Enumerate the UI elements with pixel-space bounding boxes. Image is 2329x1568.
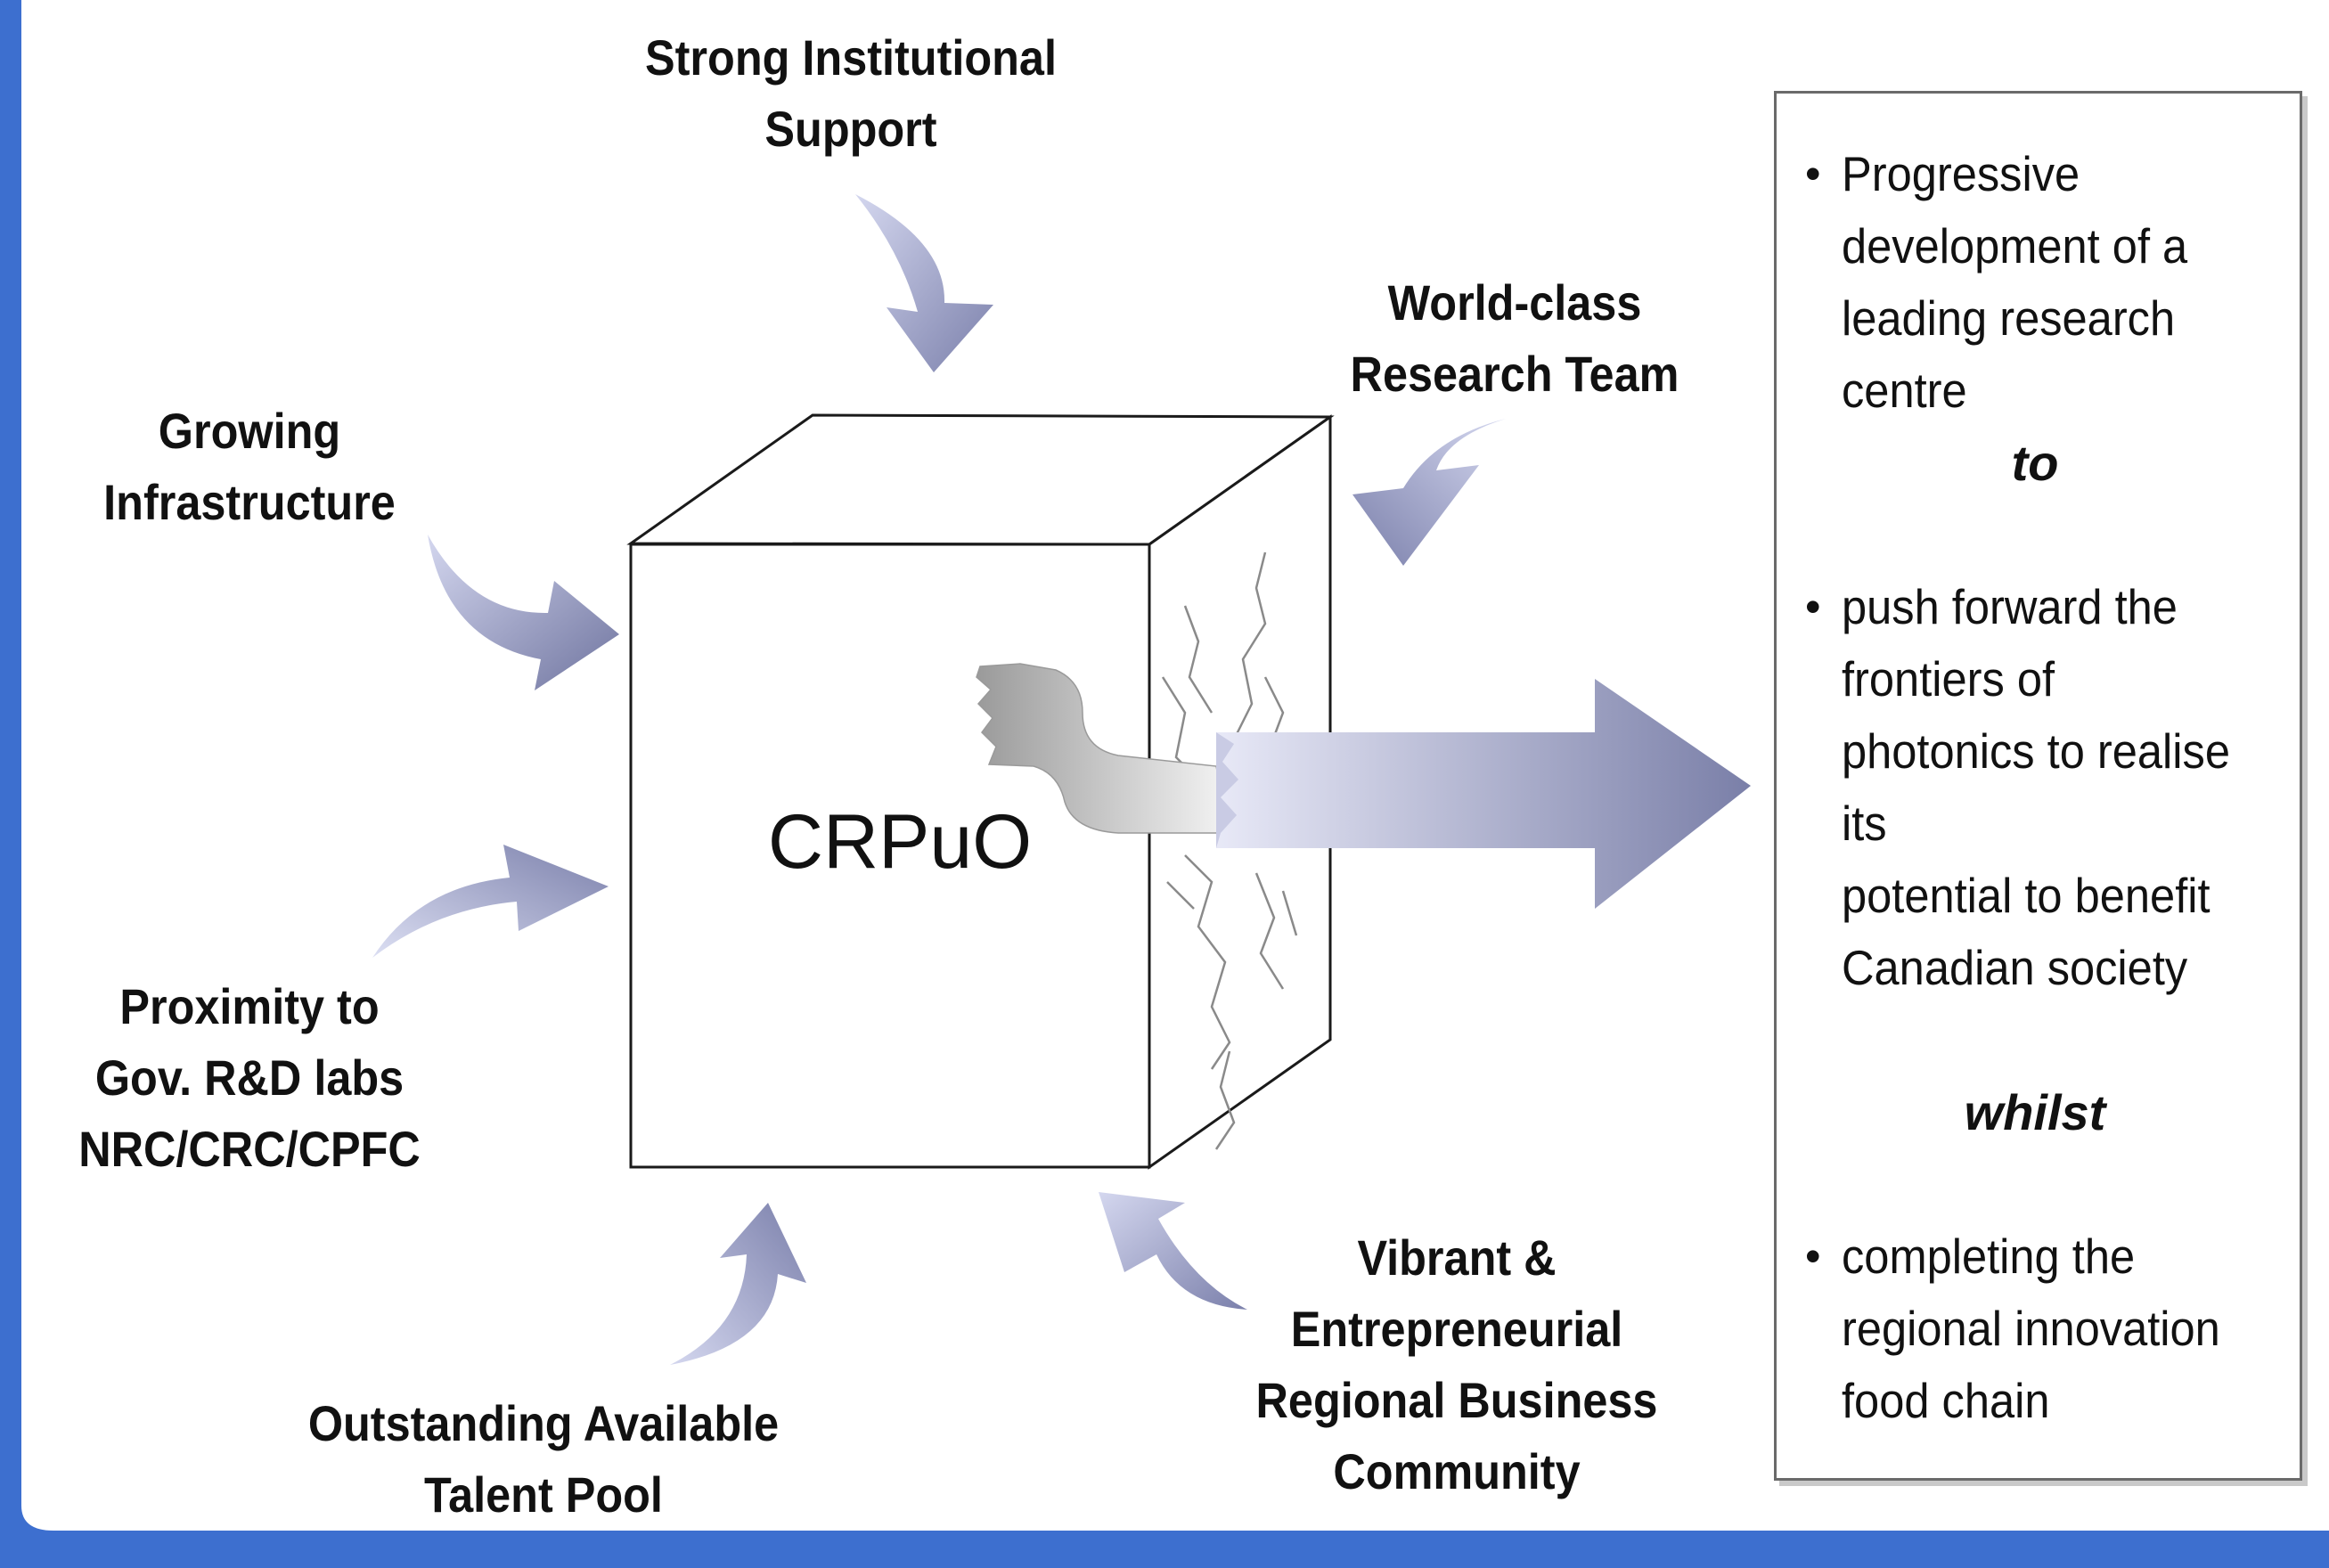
label-talent-pool: Outstanding Available Talent Pool (307, 1395, 780, 1523)
arrow-gov-labs (372, 845, 609, 958)
label-business-community: Vibrant & Entrepreneurial Regional Busin… (1255, 1229, 1658, 1499)
cube-front-face (629, 543, 1151, 1169)
center-label: CRPuO (767, 799, 1033, 885)
label-growing-infrastructure: Growing Infrastructure (103, 403, 396, 530)
arrow-business (1099, 1192, 1247, 1310)
outcome-box: • Progressive development of a leading r… (1774, 91, 2302, 1481)
arrow-talent (670, 1203, 806, 1365)
label-research-team: World-class Research Team (1350, 274, 1679, 402)
cube (626, 413, 1335, 1170)
arrow-research-team (1352, 419, 1506, 566)
arrow-institutional (855, 194, 993, 372)
outcome-item-photonics: • push forward the frontiers of photonic… (1803, 571, 2300, 1004)
output-arrow (1216, 679, 1751, 909)
outcome-item-innovation-chain: • completing the regional innovation foo… (1803, 1221, 2300, 1437)
connector-to: to (2011, 435, 2059, 491)
connector-whilst: whilst (1964, 1084, 2106, 1140)
frame-bottom-edge (0, 1506, 2329, 1568)
bullet-marker: • (1805, 1231, 1821, 1281)
grey-swirl-arrow (976, 663, 1230, 834)
bullet-marker: • (1805, 149, 1821, 199)
bullet-marker: • (1805, 582, 1821, 632)
frame-left-edge (0, 0, 21, 1528)
outcome-item-research-centre: • Progressive development of a leading r… (1803, 138, 2300, 427)
label-institutional-support: Strong Institutional Support (645, 29, 1057, 157)
label-gov-labs: Proximity to Gov. R&D labs NRC/CRC/CPFC (78, 978, 421, 1177)
output-arrow-break (1216, 732, 1238, 848)
arrow-infrastructure (428, 535, 619, 690)
